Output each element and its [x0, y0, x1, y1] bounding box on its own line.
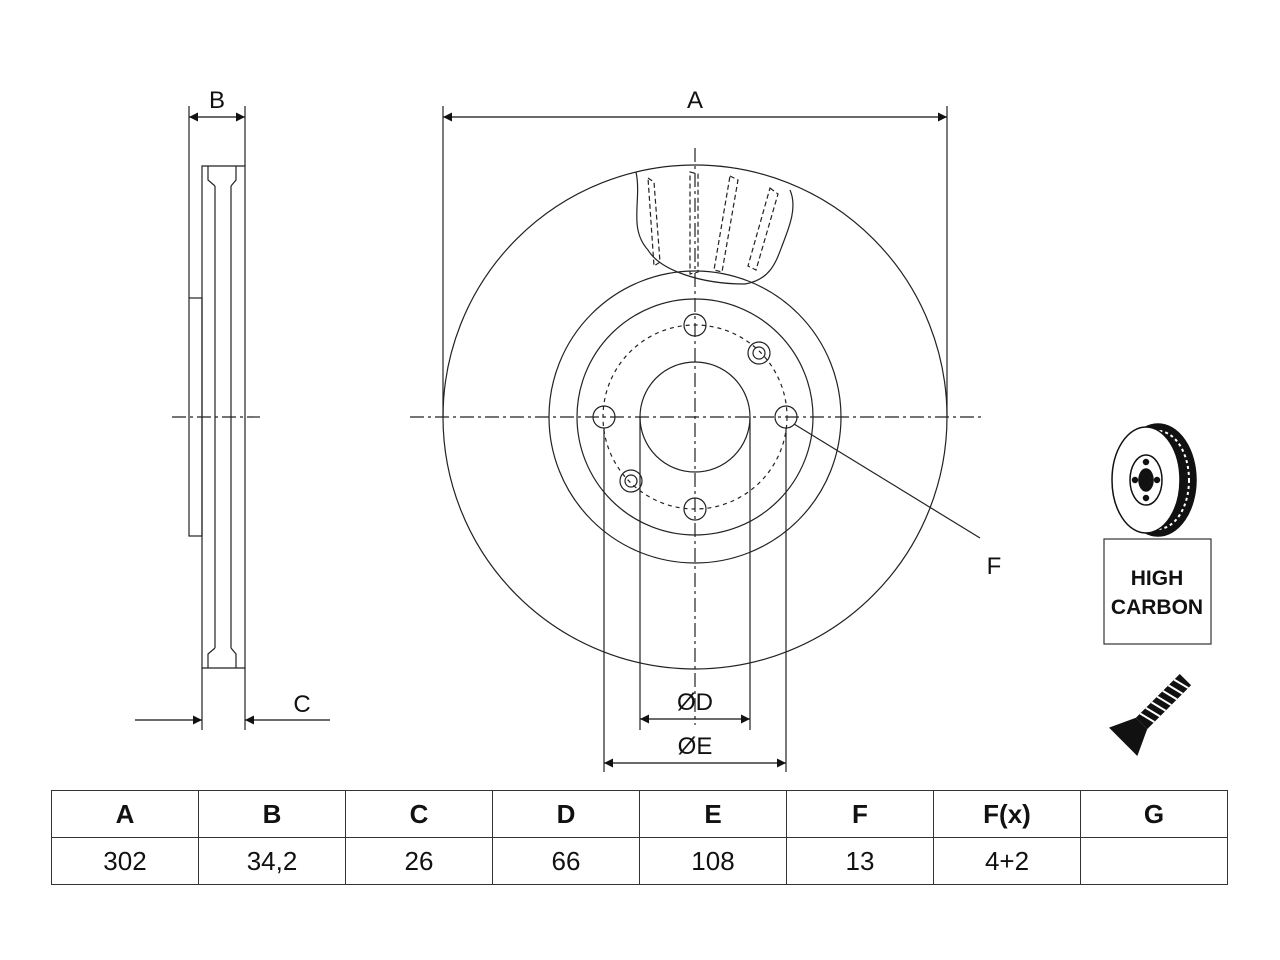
threaded-hole — [747, 341, 771, 365]
header-a: A — [51, 790, 199, 838]
screw-icon — [1109, 673, 1192, 756]
front-view — [410, 106, 985, 772]
header-fx: F(x) — [933, 790, 1081, 838]
threaded-hole — [619, 469, 643, 493]
spec-table-values-row: 302 34,2 26 66 108 13 4+2 — [51, 837, 1228, 885]
spec-table-header-row: A B C D E F F(x) G — [51, 790, 1228, 838]
spec-table: A B C D E F F(x) G 302 34,2 26 66 108 13… — [51, 790, 1228, 885]
value-c: 26 — [345, 837, 493, 885]
header-g: G — [1080, 790, 1228, 838]
value-g — [1080, 837, 1228, 885]
badge-line-1: HIGH — [1131, 567, 1184, 590]
value-b: 34,2 — [198, 837, 346, 885]
dimension-d-label: ØD — [677, 689, 713, 716]
dimension-a-label: A — [687, 87, 703, 114]
value-d: 66 — [492, 837, 640, 885]
technical-drawing: B C — [135, 87, 1212, 772]
header-f: F — [786, 790, 934, 838]
high-carbon-badge: HIGH CARBON — [1103, 538, 1212, 645]
value-fx: 4+2 — [933, 837, 1081, 885]
header-e: E — [639, 790, 787, 838]
value-f: 13 — [786, 837, 934, 885]
disc-3d-icon — [1111, 423, 1197, 537]
value-a: 302 — [51, 837, 199, 885]
dimension-c-label: C — [293, 691, 310, 718]
value-e: 108 — [639, 837, 787, 885]
header-c: C — [345, 790, 493, 838]
vent-cutaway — [635, 171, 794, 285]
dimension-e-label: ØE — [678, 733, 713, 760]
header-d: D — [492, 790, 640, 838]
header-b: B — [198, 790, 346, 838]
badge-line-2: CARBON — [1111, 596, 1203, 619]
dimension-b-label: B — [209, 87, 225, 114]
dimension-f-label: F — [987, 553, 1002, 580]
side-view — [172, 106, 260, 730]
